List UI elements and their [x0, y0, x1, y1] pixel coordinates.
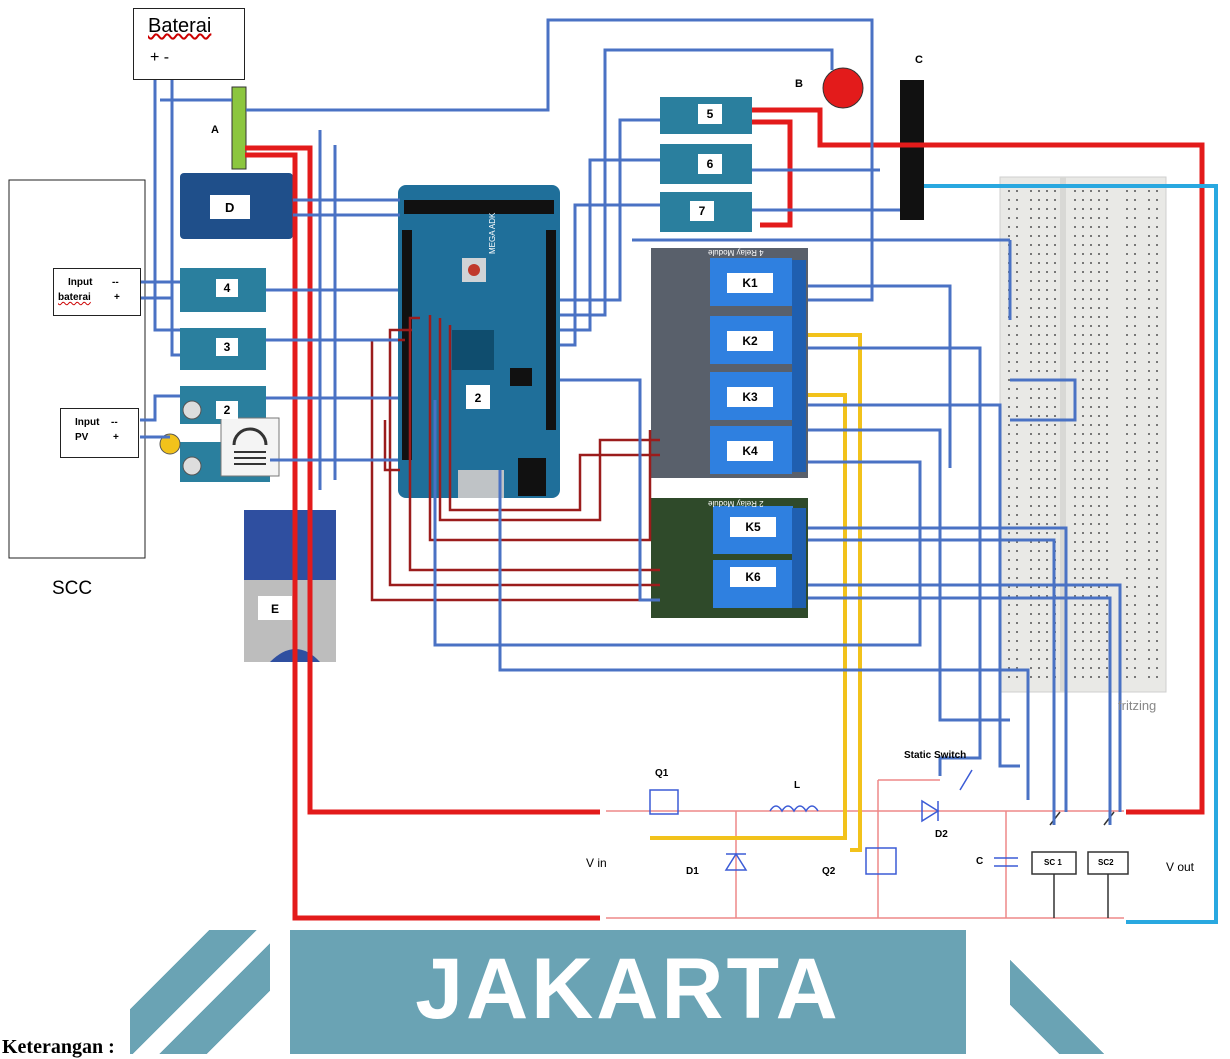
sensor-label-4: 4 — [216, 279, 238, 297]
power-circuit — [606, 779, 1124, 919]
input-pv-plus: + — [113, 432, 119, 443]
buzzer-b — [822, 67, 864, 109]
input-battery-name: baterai — [58, 292, 91, 303]
relay-k2-label: K2 — [727, 331, 773, 351]
input-battery-box: Input baterai -- + — [53, 268, 141, 316]
circuit-vout: V out — [1166, 860, 1195, 874]
sensor-label-7: 7 — [690, 201, 714, 221]
arduino-label-bg — [466, 385, 490, 409]
scc-box — [8, 179, 146, 559]
relay4-title: 4 Relay Module — [708, 248, 764, 257]
circuit-c: C — [976, 856, 984, 867]
fritzing-label: fritzing — [1118, 698, 1157, 713]
sensor-label-6: 6 — [698, 154, 722, 174]
circuit-d2: D2 — [935, 829, 948, 840]
sensor-label-3: 3 — [216, 338, 238, 356]
circuit-q1: Q1 — [655, 768, 669, 779]
input-pv-title: Input — [75, 417, 100, 428]
arduino-label: 2 — [474, 391, 482, 405]
breadboard — [999, 176, 1167, 693]
watermark-left-stripes — [130, 930, 270, 1054]
sd-card-module — [244, 510, 336, 662]
label-c: C — [915, 54, 923, 66]
red-wires — [245, 107, 1205, 921]
input-pv-minus: -- — [111, 417, 118, 428]
label-b: B — [795, 78, 803, 90]
circuit-vin: V in — [586, 856, 607, 870]
battery-title: Baterai — [148, 15, 212, 37]
blue-wires — [140, 18, 1122, 825]
gauge-icon — [220, 417, 280, 477]
label-a: A — [211, 124, 219, 136]
sensor-label-5: 5 — [698, 104, 722, 124]
arduino-mega-board — [398, 185, 560, 498]
caption: Keterangan : — [2, 1036, 115, 1058]
circuit-sc1: SC 1 — [1044, 858, 1062, 867]
label-d: D — [225, 200, 235, 215]
circuit-l: L — [794, 780, 801, 791]
relay-k1-label: K1 — [727, 273, 773, 293]
relay-k4-label: K4 — [727, 441, 773, 461]
bar-c — [900, 80, 924, 220]
input-battery-minus: -- — [112, 277, 119, 288]
rtc-module — [180, 173, 293, 239]
circuit-static-switch: Static Switch — [904, 750, 967, 761]
connector-a — [231, 86, 247, 170]
watermark-right-stripe — [1010, 930, 1110, 1054]
relay-k6-label: K6 — [730, 567, 776, 587]
circuit-symbols — [649, 769, 1129, 918]
yellow-wires — [650, 333, 862, 852]
battery-terminals: + - — [150, 49, 170, 66]
input-pv-name: PV — [75, 432, 89, 443]
sensor-label-2: 2 — [216, 401, 238, 419]
watermark-text: JAKARTA — [290, 930, 966, 1054]
input-pv-box: Input PV -- + — [60, 408, 139, 458]
dark-red-wires — [370, 315, 660, 602]
battery-box: Baterai + - — [133, 8, 245, 80]
circuit-sc2: SC2 — [1098, 858, 1114, 867]
arduino-board-text: MEGA ADK — [488, 212, 497, 254]
circuit-d1: D1 — [686, 866, 699, 877]
input-battery-plus: + — [114, 292, 120, 303]
circuit-q2: Q2 — [822, 866, 836, 877]
cyan-wire — [924, 184, 1218, 924]
label-e: E — [271, 602, 280, 616]
scc-label: SCC — [52, 578, 93, 599]
relay-module-2ch — [651, 498, 808, 618]
relay-k3-label: K3 — [727, 387, 773, 407]
input-battery-title: Input — [68, 277, 93, 288]
relay-k5-label: K5 — [730, 517, 776, 537]
relay2-title: 2 Relay Module — [708, 499, 764, 508]
